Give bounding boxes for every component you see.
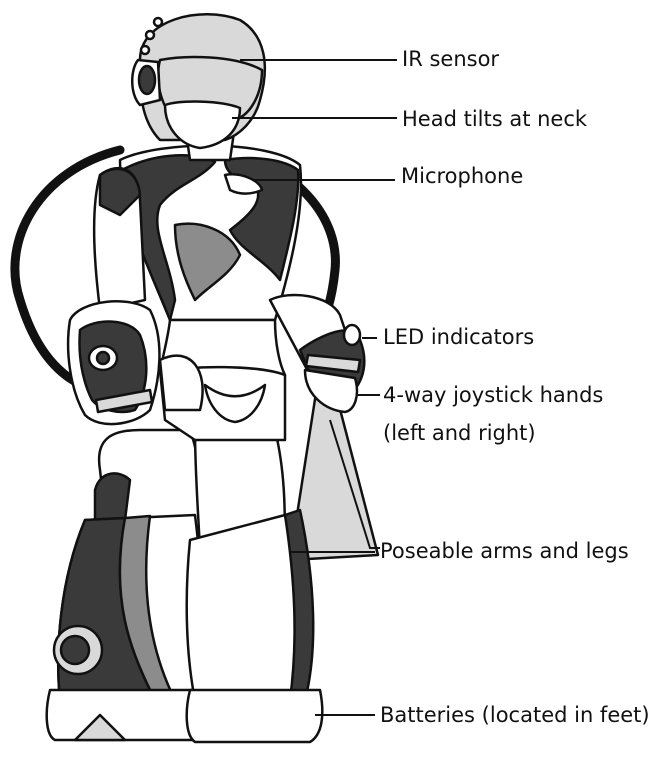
head-dot-2: [154, 18, 162, 26]
head-tilts-label: Head tilts at neck: [402, 106, 587, 132]
poseable-label: Poseable arms and legs: [380, 538, 629, 564]
arm-left-led: [97, 352, 109, 364]
arm-right-led: [344, 325, 360, 345]
head-ear-left-sensor: [139, 66, 155, 94]
ir-sensor-label: IR sensor: [402, 46, 499, 72]
foot-right: [187, 690, 323, 742]
led-indicators-label: LED indicators: [383, 324, 534, 350]
head-dot-3: [141, 46, 149, 54]
joystick-hands-label: 4-way joystick hands: [383, 382, 603, 408]
head-dot-1: [146, 31, 154, 39]
batteries-label: Batteries (located in feet): [380, 702, 650, 728]
boot-left-battery: [61, 636, 89, 664]
leg-left-knee-dark: [95, 473, 130, 520]
joystick-hands-sub-label: (left and right): [383, 420, 536, 446]
microphone-label: Microphone: [401, 163, 523, 189]
